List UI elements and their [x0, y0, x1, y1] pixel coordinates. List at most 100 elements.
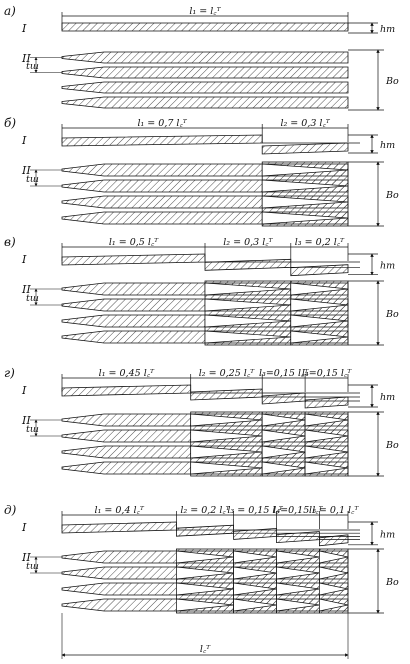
cross-cut — [261, 211, 349, 225]
segment-label: l₃ = 0,15 l꜀ᵀ — [227, 505, 283, 516]
h-label: hт — [380, 529, 395, 540]
cross-cut — [204, 298, 291, 312]
segment-label: l₄=0,15 l꜀ᵀ — [302, 368, 352, 379]
total-label: l꜀ᵀ — [200, 644, 211, 655]
cross-cut — [304, 429, 349, 443]
cross-cut — [190, 445, 263, 459]
section-label: д) — [4, 503, 17, 517]
segment-label: l₂ = 0,2 l꜀ᵀ — [180, 505, 230, 516]
row-label-II: II — [21, 164, 31, 177]
t-label: tш — [26, 174, 39, 185]
segment-label: l₂ = 0,25 l꜀ᵀ — [199, 368, 255, 379]
b-label: Bо — [385, 440, 399, 451]
segment-label: l₂ = 0,3 l꜀ᵀ — [223, 237, 273, 248]
cross-cut — [261, 429, 306, 443]
cross-cut — [233, 566, 277, 580]
section-label: в) — [4, 235, 16, 249]
row-label-II: II — [21, 414, 31, 427]
segment-label: l₁ = 0,4 l꜀ᵀ — [95, 505, 145, 516]
strip-segment — [61, 22, 349, 32]
cross-cut — [290, 330, 349, 344]
cross-cut — [319, 550, 349, 564]
row-label-II: II — [21, 52, 31, 65]
cross-cut — [261, 163, 349, 177]
segment-label: l₃ = 0,2 l꜀ᵀ — [295, 237, 345, 248]
cross-cut — [276, 566, 320, 580]
section-label: а) — [4, 4, 16, 18]
segment-label: l₁ = 0,7 l꜀ᵀ — [137, 118, 187, 129]
t-label: tш — [26, 561, 39, 572]
cross-cut — [319, 598, 349, 612]
cross-cut — [261, 413, 306, 427]
cross-cut — [319, 582, 349, 596]
strip-segment — [290, 264, 349, 277]
strip-segment — [61, 521, 177, 534]
segment-label: l₂ = 0,3 l꜀ᵀ — [280, 118, 330, 129]
strip-segment — [61, 134, 263, 147]
strip-segment — [61, 384, 192, 397]
cross-cut — [304, 461, 349, 475]
cross-cut — [261, 445, 306, 459]
strip-segment — [175, 524, 235, 537]
h-label: hт — [380, 392, 395, 403]
strip-segment — [204, 258, 292, 271]
t-label: tш — [26, 424, 39, 435]
strip-segment — [304, 396, 349, 409]
cross-cut — [176, 582, 234, 596]
strip-segment — [318, 534, 349, 547]
tooth — [61, 51, 349, 64]
h-label: hт — [380, 260, 395, 271]
segment-label: l₅ = 0,1 l꜀ᵀ — [309, 505, 359, 516]
cross-cut — [176, 566, 234, 580]
tooth — [61, 66, 349, 79]
cross-cut — [233, 582, 277, 596]
cross-cut — [319, 566, 349, 580]
row-label-II: II — [21, 551, 31, 564]
cross-cut — [176, 598, 234, 612]
tooth — [61, 96, 349, 109]
cross-cut — [190, 429, 263, 443]
cross-cut — [290, 282, 349, 296]
row-label-I: I — [21, 253, 27, 266]
cross-cut — [204, 314, 291, 328]
cross-cut — [276, 598, 320, 612]
cross-cut — [276, 550, 320, 564]
row-label-I: I — [21, 134, 27, 147]
cross-cut — [176, 550, 234, 564]
strip-segment — [61, 253, 206, 266]
segment-label: l₁ = l꜀ᵀ — [189, 6, 221, 17]
b-label: Bо — [385, 577, 399, 588]
cross-cut — [233, 598, 277, 612]
b-label: Bо — [385, 76, 399, 87]
b-label: Bо — [385, 190, 399, 201]
t-label: tш — [26, 61, 39, 72]
h-label: hт — [380, 140, 395, 151]
cross-cut — [261, 461, 306, 475]
tooth — [61, 81, 349, 94]
section-label: г) — [4, 366, 15, 380]
cross-cut — [190, 461, 263, 475]
cross-cut — [233, 550, 277, 564]
cross-cut — [190, 413, 263, 427]
strip-segment — [261, 142, 349, 155]
row-label-I: I — [21, 22, 27, 35]
cross-cut — [261, 195, 349, 209]
segment-label: l₄=0,15 l꜀ᵀ — [273, 505, 323, 516]
row-label-I: I — [21, 384, 27, 397]
cross-cut — [304, 445, 349, 459]
segment-label: l₁ = 0,5 l꜀ᵀ — [109, 237, 159, 248]
cross-cut — [290, 298, 349, 312]
cross-cut — [276, 582, 320, 596]
row-label-II: II — [21, 283, 31, 296]
cross-cut — [204, 282, 291, 296]
segment-label: l₃=0,15 l꜀ᵀ — [259, 368, 309, 379]
cross-cut — [304, 413, 349, 427]
cross-cut — [261, 179, 349, 193]
